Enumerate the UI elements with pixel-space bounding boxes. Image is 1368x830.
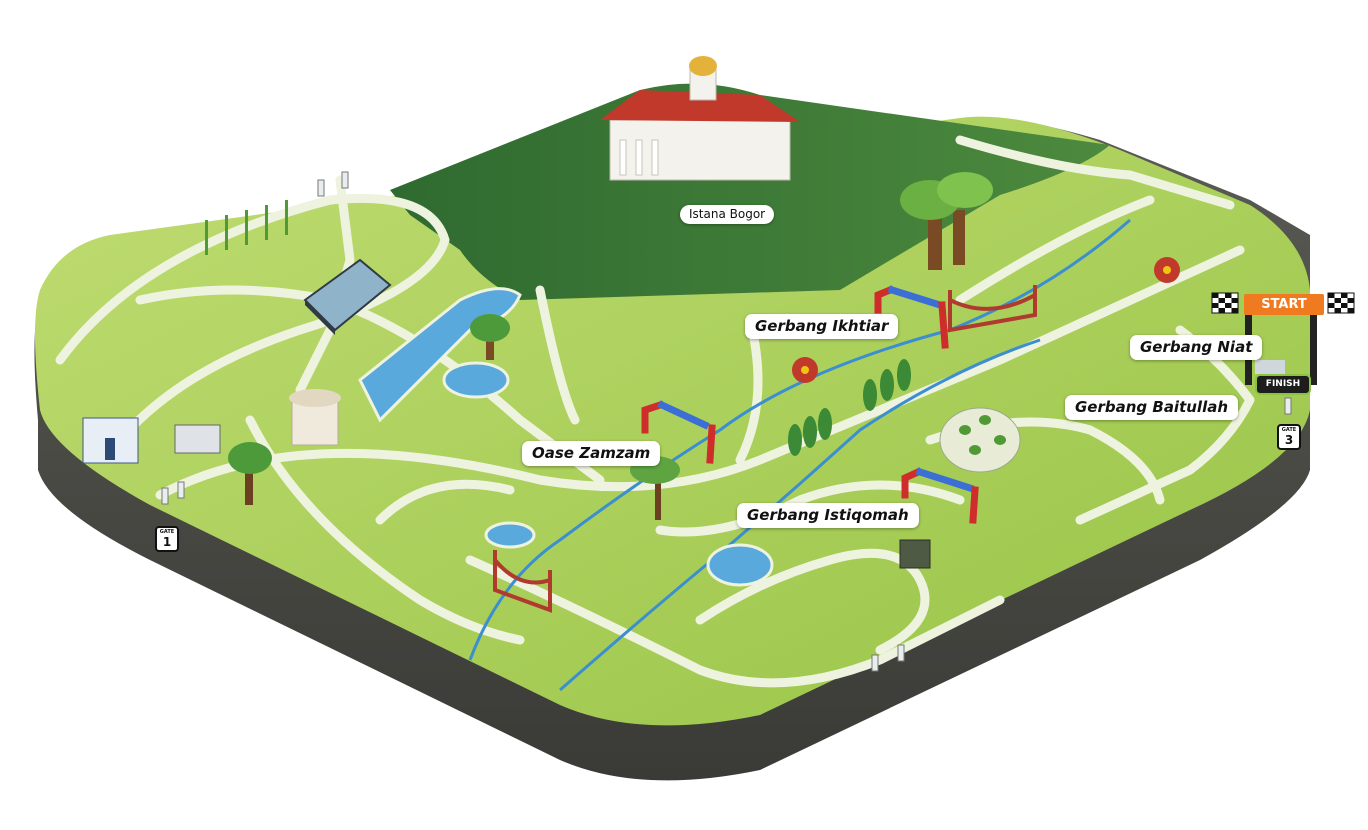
gate-post-icon: [161, 171, 1292, 672]
walking-paths: [55, 135, 1255, 688]
gate-badge-3[interactable]: GATE 3: [1277, 424, 1301, 450]
place-label-oase-zamzam[interactable]: Oase Zamzam: [522, 441, 661, 466]
checkered-flag-icon: [1211, 292, 1355, 314]
museum-icon: [82, 417, 221, 464]
rafflesia-flower-icon: [792, 257, 1180, 383]
gate-badge-label: GATE: [1281, 427, 1297, 433]
forest-area: [390, 83, 1110, 300]
arch-gate-icon: [641, 285, 979, 524]
start-banner[interactable]: START: [1244, 294, 1324, 315]
gate-badge-number: 3: [1284, 433, 1294, 447]
house-icon: [899, 539, 931, 569]
gazebo-icon: [289, 389, 341, 446]
gate-badge-label: GATE: [159, 529, 175, 535]
greenhouse-icon: [303, 258, 392, 335]
place-label-gerbang-baitullah[interactable]: Gerbang Baitullah: [1065, 395, 1239, 420]
place-label-gerbang-ikhtiar[interactable]: Gerbang Ikhtiar: [745, 314, 899, 339]
place-label-gerbang-niat[interactable]: Gerbang Niat: [1130, 335, 1263, 360]
bridge-icon: [493, 285, 1037, 613]
place-label-istana-bogor[interactable]: Istana Bogor: [680, 205, 775, 224]
tree-icon: [205, 172, 993, 520]
finish-sign[interactable]: FINISH: [1255, 374, 1311, 395]
gate-badge-1[interactable]: GATE 1: [155, 526, 179, 552]
palace-icon: [600, 56, 800, 181]
place-label-gerbang-istiqomah[interactable]: Gerbang Istiqomah: [737, 503, 919, 528]
dome-icon: [939, 407, 1021, 473]
gate-badge-number: 1: [162, 535, 172, 549]
